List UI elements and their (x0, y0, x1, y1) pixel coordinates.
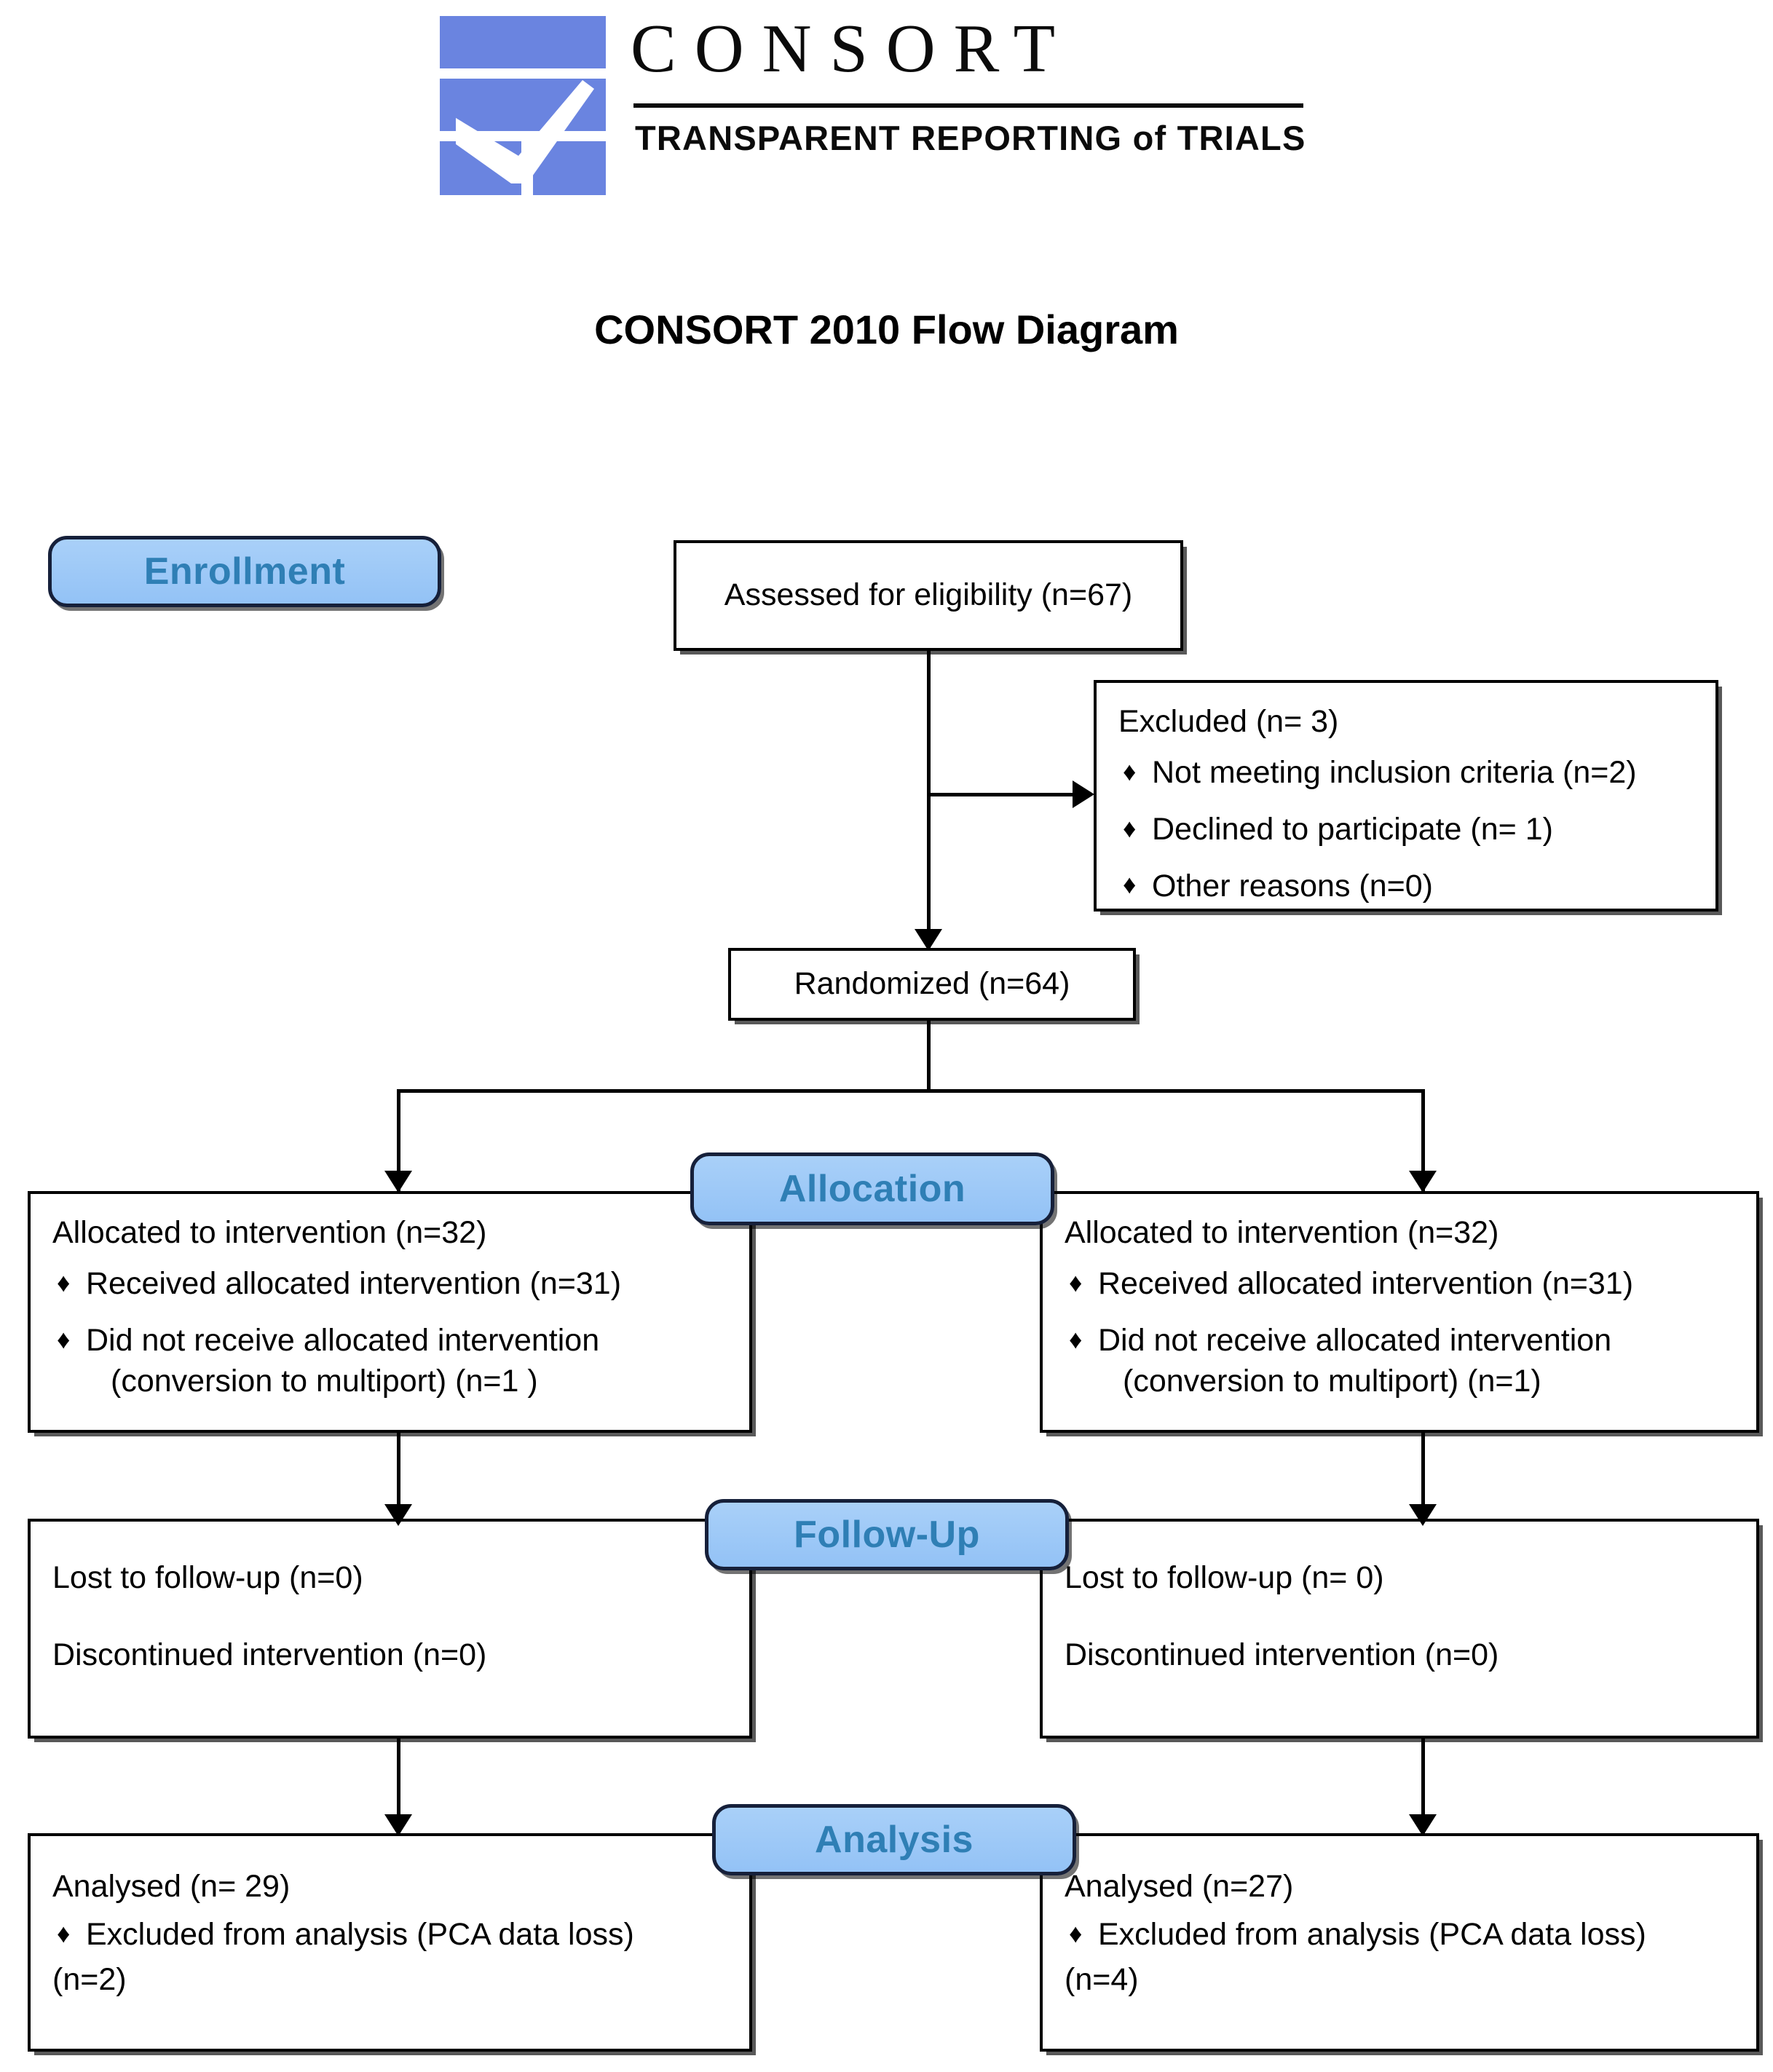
alloc-left-list: ♦ Received allocated intervention (n=31)… (52, 1264, 727, 1402)
diamond-bullet-icon: ♦ (1123, 869, 1137, 900)
analysis-left-tail: (n=2) (52, 1961, 127, 1997)
logo-wordmark: CONSORT (631, 11, 1074, 87)
page-title: CONSORT 2010 Flow Diagram (594, 307, 1179, 352)
follow-right-line2: Discontinued intervention (n=0) (1065, 1637, 1499, 1672)
stage-badge-allocation: Allocation (690, 1152, 1054, 1225)
logo-tagline-end: TRIALS (1177, 119, 1306, 157)
logo-divider (633, 103, 1303, 108)
connector-assessed-to-excluded (927, 793, 1089, 796)
diamond-bullet-icon: ♦ (1069, 1918, 1083, 1948)
consort-logo-mark (440, 16, 606, 195)
assessed-text: Assessed for eligibility (n=67) (724, 577, 1133, 613)
alloc-right-list: ♦ Received allocated intervention (n=31)… (1065, 1264, 1734, 1402)
box-analysis-right: Analysed (n=27) ♦ Excluded from analysis… (1040, 1833, 1759, 2052)
alloc-left-heading: Allocated to intervention (n=32) (52, 1215, 487, 1250)
arrowhead-randomized (915, 929, 942, 951)
analysis-left-bullet-text: Excluded from analysis (PCA data loss) (86, 1916, 634, 1952)
connector-assessed-to-randomized (927, 649, 931, 948)
list-item: ♦ Did not receive allocated intervention… (52, 1321, 727, 1402)
connector-alloc-to-follow-right (1421, 1431, 1425, 1519)
stage-badge-enrollment: Enrollment (48, 536, 441, 607)
analysis-right-tail: (n=4) (1065, 1961, 1139, 1997)
alloc-left-item-text: Did not receive allocated intervention (86, 1322, 600, 1358)
diamond-bullet-icon: ♦ (57, 1324, 71, 1354)
diamond-bullet-icon: ♦ (1069, 1267, 1083, 1297)
list-item: ♦ Declined to participate (n= 1) (1118, 810, 1694, 850)
box-followup-right: Lost to follow-up (n= 0) Discontinued in… (1040, 1519, 1759, 1739)
connector-split-right (1421, 1089, 1425, 1191)
diamond-bullet-icon: ♦ (1123, 812, 1137, 843)
arrowhead-analysis-right (1409, 1814, 1437, 1836)
analysis-left-list: ♦ Excluded from analysis (PCA data loss) (52, 1915, 727, 1956)
analysis-left-heading: Analysed (n= 29) (52, 1869, 291, 1904)
diamond-bullet-icon: ♦ (1069, 1324, 1083, 1354)
excluded-reason-text: Other reasons (n=0) (1152, 868, 1433, 903)
arrowhead-analysis-left (384, 1814, 412, 1836)
connector-split-left (397, 1089, 400, 1191)
alloc-right-item-cont: (conversion to multiport) (n=1) (1123, 1363, 1541, 1399)
arrowhead-excluded (1073, 780, 1094, 808)
connector-follow-to-analysis-left (397, 1739, 400, 1833)
follow-right-line1: Lost to follow-up (n= 0) (1065, 1560, 1384, 1595)
box-excluded: Excluded (n= 3) ♦ Not meeting inclusion … (1094, 680, 1718, 912)
logo-tagline-of: of (1132, 119, 1167, 157)
consort-logo: CONSORT TRANSPARENT REPORTING of TRIALS (440, 10, 1335, 199)
box-analysis-left: Analysed (n= 29) ♦ Excluded from analysi… (28, 1833, 752, 2052)
alloc-right-item-text: Did not receive allocated intervention (1098, 1322, 1612, 1358)
connector-alloc-to-follow-left (397, 1431, 400, 1519)
connector-randomized-down (927, 1019, 931, 1092)
analysis-right-bullet-text: Excluded from analysis (PCA data loss) (1098, 1916, 1646, 1952)
box-assessed-for-eligibility: Assessed for eligibility (n=67) (674, 540, 1183, 651)
logo-bar-bottom-left (440, 141, 521, 195)
list-item: ♦ Received allocated intervention (n=31) (1065, 1264, 1734, 1305)
logo-bar-middle (440, 79, 606, 131)
logo-tagline-main: TRANSPARENT REPORTING (635, 119, 1123, 157)
excluded-reason-text: Not meeting inclusion criteria (n=2) (1152, 754, 1637, 790)
randomized-text: Randomized (n=64) (794, 966, 1070, 1002)
analysis-right-list: ♦ Excluded from analysis (PCA data loss) (1065, 1915, 1734, 1956)
connector-allocation-split (397, 1089, 1425, 1093)
logo-tagline: TRANSPARENT REPORTING of TRIALS (635, 118, 1334, 158)
list-item: ♦ Other reasons (n=0) (1118, 866, 1694, 907)
stage-badge-analysis: Analysis (712, 1804, 1076, 1875)
box-allocation-left: Allocated to intervention (n=32) ♦ Recei… (28, 1191, 752, 1433)
diamond-bullet-icon: ♦ (57, 1267, 71, 1297)
logo-bar-bottom-right (533, 141, 606, 195)
box-followup-left: Lost to follow-up (n=0) Discontinued int… (28, 1519, 752, 1739)
diamond-bullet-icon: ♦ (1123, 756, 1137, 786)
list-item: ♦ Received allocated intervention (n=31) (52, 1264, 727, 1305)
excluded-reason-text: Declined to participate (n= 1) (1152, 811, 1553, 847)
list-item: ♦ Did not receive allocated intervention… (1065, 1321, 1734, 1402)
connector-follow-to-analysis-right (1421, 1739, 1425, 1833)
diamond-bullet-icon: ♦ (57, 1918, 71, 1948)
box-allocation-right: Allocated to intervention (n=32) ♦ Recei… (1040, 1191, 1759, 1433)
list-item: ♦ Excluded from analysis (PCA data loss) (52, 1915, 727, 1956)
arrowhead-alloc-right (1409, 1171, 1437, 1193)
follow-left-line2: Discontinued intervention (n=0) (52, 1637, 487, 1672)
stage-badge-followup: Follow-Up (705, 1499, 1069, 1570)
arrowhead-follow-right (1409, 1504, 1437, 1526)
excluded-heading: Excluded (n= 3) (1118, 704, 1339, 739)
box-randomized: Randomized (n=64) (728, 948, 1136, 1021)
alloc-right-item-text: Received allocated intervention (n=31) (1098, 1265, 1634, 1301)
alloc-left-item-cont: (conversion to multiport) (n=1 ) (111, 1363, 538, 1399)
arrowhead-alloc-left (384, 1171, 412, 1193)
analysis-right-heading: Analysed (n=27) (1065, 1869, 1294, 1904)
arrowhead-follow-left (384, 1504, 412, 1526)
alloc-right-heading: Allocated to intervention (n=32) (1065, 1215, 1499, 1250)
list-item: ♦ Not meeting inclusion criteria (n=2) (1118, 753, 1694, 794)
list-item: ♦ Excluded from analysis (PCA data loss) (1065, 1915, 1734, 1956)
excluded-reason-list: ♦ Not meeting inclusion criteria (n=2) ♦… (1118, 753, 1694, 907)
alloc-left-item-text: Received allocated intervention (n=31) (86, 1265, 622, 1301)
logo-bar-top (440, 16, 606, 68)
follow-left-line1: Lost to follow-up (n=0) (52, 1560, 363, 1595)
